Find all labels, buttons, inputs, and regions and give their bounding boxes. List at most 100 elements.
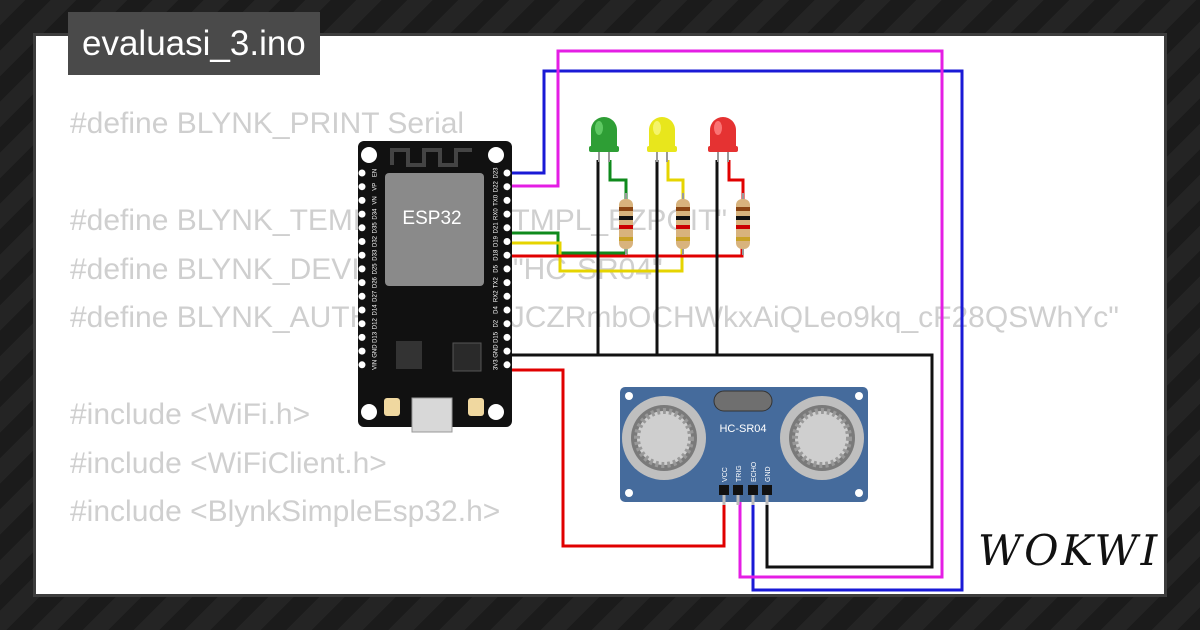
chip-label: ESP32 — [402, 208, 461, 229]
led-yellow[interactable] — [647, 117, 677, 162]
pin-rx0[interactable] — [503, 210, 511, 218]
wire-black-gnd — [507, 353, 934, 569]
resistor-3[interactable] — [736, 193, 750, 255]
pin-d2[interactable] — [503, 320, 511, 328]
resistors — [619, 193, 750, 255]
pin-d5[interactable] — [503, 265, 511, 273]
wire-yellow-led — [666, 160, 685, 200]
pin-label: GND — [373, 344, 379, 358]
transducer-left — [622, 396, 706, 480]
pin-d4[interactable] — [503, 306, 511, 314]
button-en[interactable] — [384, 398, 400, 416]
pin-d12[interactable] — [358, 320, 366, 328]
regulator — [396, 341, 422, 369]
pin-d18[interactable] — [503, 251, 511, 259]
pin-d27[interactable] — [358, 292, 366, 300]
pin-label: D15 — [494, 331, 500, 343]
pin-d34[interactable] — [358, 210, 366, 218]
pin-rx2[interactable] — [503, 292, 511, 300]
wire-yellow — [507, 241, 684, 273]
code-line: #include <WiFi.h> — [70, 398, 311, 431]
pin-en[interactable] — [358, 169, 366, 177]
pin-d26[interactable] — [358, 279, 366, 287]
pin-vin[interactable] — [358, 361, 366, 369]
pin-label: D23 — [494, 167, 500, 179]
pin-label: TX0 — [494, 194, 500, 206]
mount-hole — [488, 147, 504, 163]
sensor-pin-label: VCC — [722, 467, 729, 482]
sensor-pin-gnd[interactable] — [762, 485, 772, 495]
pin-vn[interactable] — [358, 196, 366, 204]
resistor-1[interactable] — [619, 193, 633, 255]
pin-d35[interactable] — [358, 224, 366, 232]
right-pin-header: D23D22TX0RX0D21D19D18D5TX2RX2D4D2D15GND3… — [494, 167, 511, 370]
wire-green-led — [608, 160, 628, 200]
pin-label: D2 — [494, 319, 500, 327]
pin-label: D35 — [373, 222, 379, 234]
pin-label: D34 — [373, 208, 379, 220]
pin-label: D19 — [494, 235, 500, 247]
pin-label: VP — [373, 183, 379, 191]
esp32-module — [385, 173, 484, 286]
pin-label: D5 — [494, 264, 500, 272]
pin-label: D13 — [373, 331, 379, 343]
sensor-pin-label: ECHO — [751, 461, 758, 482]
pin-gnd[interactable] — [503, 347, 511, 355]
code-line: #include <BlynkSimpleEsp32.h> — [70, 495, 501, 528]
button-boot[interactable] — [468, 398, 484, 416]
pin-label: VN — [373, 196, 379, 204]
code-line: #include <WiFiClient.h> — [70, 446, 387, 480]
resistor-2[interactable] — [676, 193, 690, 255]
pin-d23[interactable] — [503, 169, 511, 177]
pin-d21[interactable] — [503, 224, 511, 232]
pin-d25[interactable] — [358, 265, 366, 273]
pin-d19[interactable] — [503, 238, 511, 245]
pin-label: D26 — [373, 276, 379, 288]
pin-gnd[interactable] — [358, 347, 366, 355]
pin-d32[interactable] — [358, 238, 366, 245]
pin-d33[interactable] — [358, 251, 366, 259]
pin-d13[interactable] — [358, 333, 366, 341]
pin-vp[interactable] — [358, 183, 366, 191]
pin-label: D12 — [373, 318, 379, 330]
code-line: #define BLYNK_PRINT Serial — [70, 107, 465, 140]
sensor-label: HC-SR04 — [719, 423, 766, 435]
pin-d15[interactable] — [503, 333, 511, 341]
pin-label: D4 — [494, 306, 500, 314]
usb-port — [411, 397, 453, 433]
pin-tx0[interactable] — [503, 196, 511, 204]
left-pin-header: ENVPVND34D35D32D33D25D26D27D14D12D13GNDV… — [358, 169, 379, 370]
mount-hole — [488, 404, 504, 420]
pin-label: D14 — [373, 304, 379, 316]
pin-label: 3V3 — [494, 359, 500, 370]
led-red[interactable] — [708, 117, 738, 162]
project-title: evaluasi_3.ino — [68, 12, 320, 75]
wokwi-logo: WOKWI — [978, 526, 1161, 575]
wire-magenta — [507, 49, 944, 579]
pin-d14[interactable] — [358, 306, 366, 314]
wire-blue — [507, 69, 964, 592]
pin-3v3[interactable] — [503, 361, 511, 369]
usb-chip — [452, 342, 482, 372]
sensor-pin-vcc[interactable] — [719, 485, 729, 495]
pin-tx2[interactable] — [503, 279, 511, 287]
pin-label: D27 — [373, 290, 379, 302]
mount-hole — [361, 404, 377, 420]
sensor-pin-trig[interactable] — [733, 485, 743, 495]
led-green[interactable] — [589, 117, 619, 162]
pin-label: RX0 — [494, 208, 500, 220]
sensor-pin-echo[interactable] — [748, 485, 758, 495]
antenna — [390, 148, 472, 167]
esp32-board[interactable]: ESP32 ENVPVND34D35D32D33D25D26D27D14D12D… — [358, 141, 512, 433]
pin-label: TX2 — [494, 276, 500, 288]
sensor-pin-label: GND — [765, 466, 772, 482]
pin-label: EN — [373, 169, 379, 177]
wire-red-led-leg — [727, 160, 745, 200]
pin-label: VIN — [373, 360, 379, 370]
pin-label: D21 — [494, 222, 500, 234]
transducer-right — [780, 396, 864, 480]
pin-d22[interactable] — [503, 183, 511, 191]
